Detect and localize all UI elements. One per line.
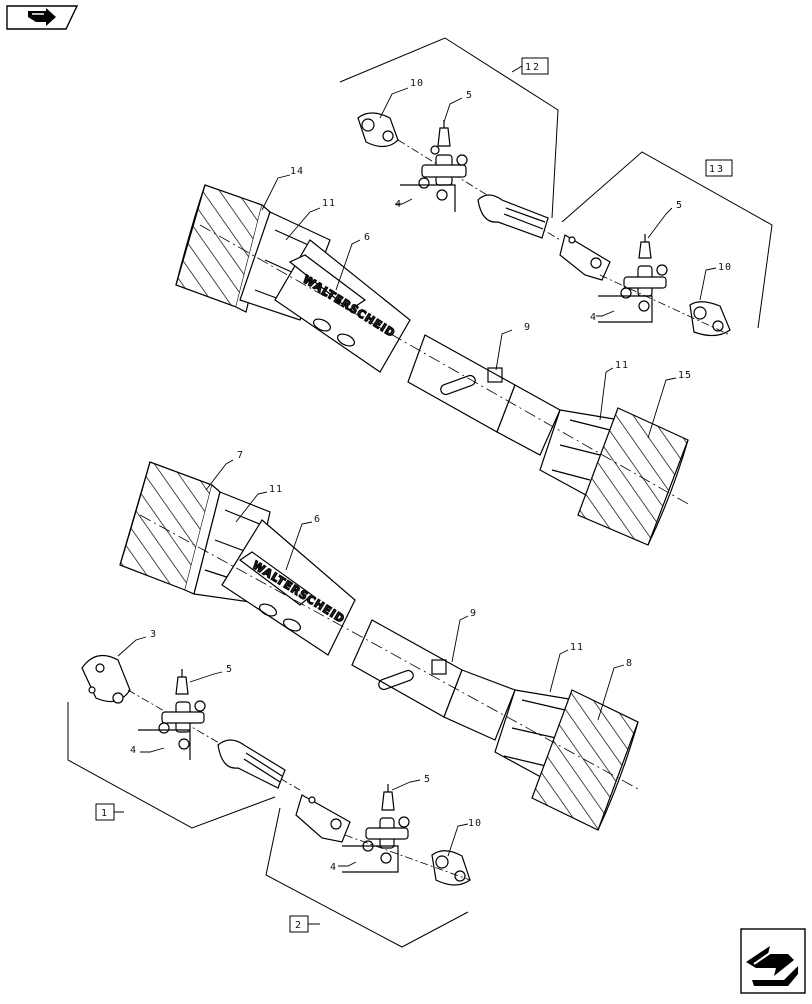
arrow-page-icon — [6, 5, 79, 30]
callout-11-upper-left: 11 — [322, 198, 336, 209]
inner-tube-part-9 — [407, 334, 561, 456]
callout-leaders — [117, 87, 717, 867]
bracket-13 — [561, 151, 773, 329]
callout-5-lower-center: 5 — [424, 774, 431, 785]
callout-4-lower-left: 4 — [130, 745, 137, 756]
assembly-label-1: 1 — [101, 808, 109, 819]
upper-joint-set-12 — [357, 112, 611, 281]
callout-4-top: 4 — [395, 199, 402, 210]
cross-journal-right — [620, 264, 668, 312]
assembly-box-leaders — [114, 65, 523, 925]
callout-4-right: 4 — [590, 312, 597, 323]
callout-numbers: 10 5 14 11 6 4 5 10 4 9 11 15 7 11 6 3 5… — [130, 78, 732, 873]
callout-6-upper: 6 — [364, 232, 371, 243]
callout-11-lower-right: 11 — [570, 642, 584, 653]
callout-10-lower: 10 — [468, 818, 482, 829]
assembly-label-2: 2 — [295, 920, 303, 931]
callout-5-lower-left: 5 — [226, 664, 233, 675]
callout-10-top: 10 — [410, 78, 424, 89]
callout-4-lower-center: 4 — [330, 862, 337, 873]
grease-nipple-part-5-lower — [175, 669, 189, 695]
yoke-part-10-lower — [431, 850, 471, 886]
guard-cone-part-7 — [119, 461, 221, 595]
coupling-yoke-top — [559, 234, 611, 281]
guard-cone-part-15 — [577, 407, 689, 546]
callout-11-lower-left: 11 — [269, 484, 283, 495]
callout-6-lower: 6 — [314, 514, 321, 525]
shaft-yoke-top — [477, 194, 549, 239]
coupling-yoke-lower — [295, 794, 351, 843]
callout-7: 7 — [237, 450, 244, 461]
assembly-label-13: 13 — [709, 164, 725, 175]
previous-page-button[interactable] — [6, 5, 79, 30]
yoke-part-10-top — [357, 112, 399, 148]
upper-shaft-assembly: WALTERSCHEID — [175, 184, 691, 546]
inner-tube-part-9-lower — [351, 619, 516, 741]
assembly-label-12: 12 — [525, 62, 541, 73]
callout-8: 8 — [626, 658, 633, 669]
flange-yoke-part-3 — [81, 654, 131, 704]
callout-9-upper: 9 — [524, 322, 531, 333]
grease-nipple-part-5-top — [437, 120, 451, 147]
lower-joint-set-2 — [295, 784, 471, 886]
bracket-2 — [265, 807, 469, 948]
callout-11-upper-right: 11 — [615, 360, 629, 371]
arrow-page-icon — [740, 928, 806, 994]
cross-journal-lower-center — [362, 816, 410, 864]
assembly-box-13[interactable] — [705, 159, 733, 177]
grease-nipple-part-5-right — [638, 234, 652, 259]
callout-5-top: 5 — [466, 90, 473, 101]
callout-5-right: 5 — [676, 200, 683, 211]
grease-nipple-part-5-center — [381, 784, 395, 811]
cross-journal-lower-left — [158, 700, 206, 750]
callout-9-lower: 9 — [470, 608, 477, 619]
right-joint-set-13 — [598, 234, 731, 337]
yoke-part-10-right — [689, 301, 731, 337]
bracket-12 — [339, 37, 559, 219]
next-page-button[interactable] — [740, 928, 806, 994]
lower-shaft-assembly: WALTERSCHEID — [119, 461, 641, 831]
assembly-box-labels: 12 13 1 2 — [101, 62, 725, 931]
callout-3: 3 — [150, 629, 157, 640]
lower-joint-set-1 — [81, 654, 301, 791]
shaft-yoke-lower — [217, 739, 286, 789]
callout-14: 14 — [290, 166, 304, 177]
bracket-1 — [67, 702, 276, 829]
callout-15: 15 — [678, 370, 692, 381]
callout-10-right: 10 — [718, 262, 732, 273]
assembly-brackets — [67, 37, 773, 948]
cross-journal-top — [418, 145, 468, 201]
